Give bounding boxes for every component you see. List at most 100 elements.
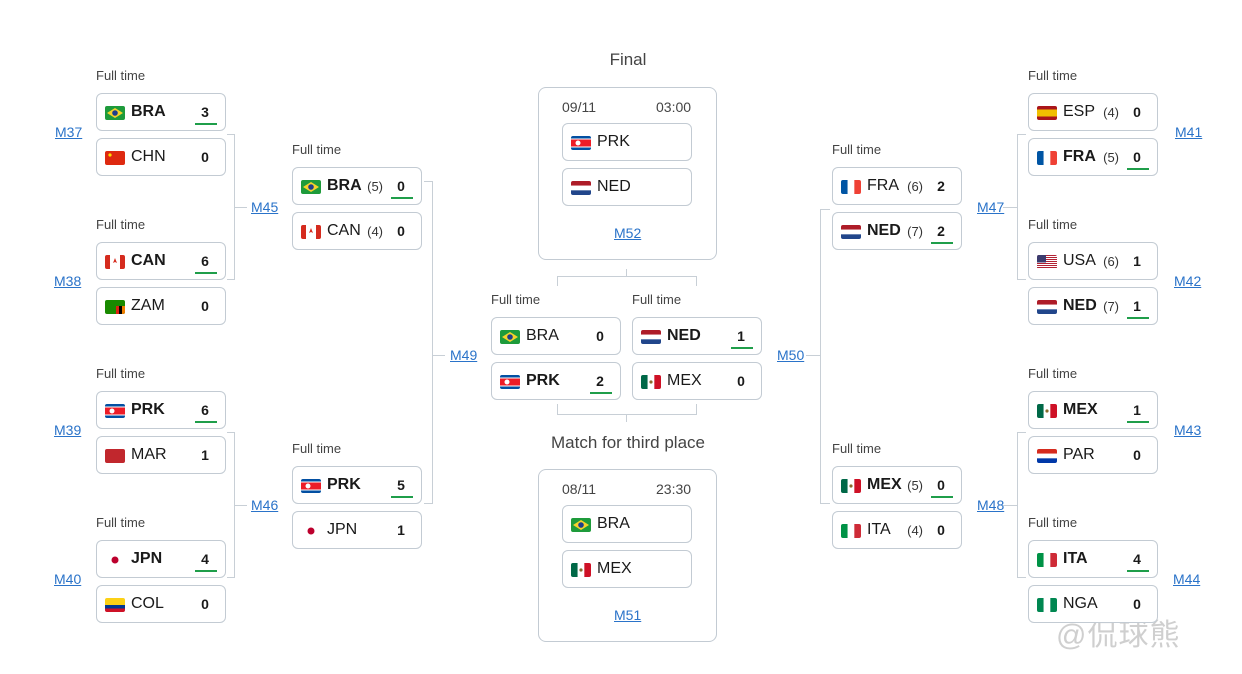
flag-bra-icon <box>105 106 125 120</box>
full-time-label: Full time <box>491 292 541 307</box>
team-score: 0 <box>937 477 945 493</box>
penalty-score: (7) <box>1103 299 1119 314</box>
bracket-connector <box>820 209 830 210</box>
team-code: CAN <box>131 252 166 269</box>
bracket-connector <box>557 276 558 286</box>
team-score: 0 <box>397 223 405 239</box>
match-link-m37[interactable]: M37 <box>55 124 83 140</box>
team-row[interactable]: BRA <box>562 505 692 543</box>
team-score: 4 <box>1133 551 1141 567</box>
team-row[interactable]: FRA(6)2 <box>832 167 962 205</box>
match-time: 03:00 <box>656 99 692 115</box>
match-link-m49[interactable]: M49 <box>450 347 478 363</box>
watermark: @侃球熊 <box>1056 610 1180 654</box>
team-row[interactable]: ESP(4)0 <box>1028 93 1158 131</box>
match-link-m48[interactable]: M48 <box>977 497 1005 513</box>
team-code: PRK <box>131 401 165 418</box>
team-row[interactable]: NED <box>562 168 692 206</box>
team-code: ITA <box>867 521 891 538</box>
team-row[interactable]: MEX(5)0 <box>832 466 962 504</box>
match-link-m41[interactable]: M41 <box>1175 124 1203 140</box>
team-score: 5 <box>397 477 405 493</box>
winner-underline <box>931 242 953 244</box>
team-row[interactable]: FRA(5)0 <box>1028 138 1158 176</box>
bracket-connector <box>227 432 234 433</box>
team-code: MAR <box>131 446 167 463</box>
flag-col-icon <box>105 598 125 612</box>
team-row[interactable]: BRA(5)0 <box>292 167 422 205</box>
flag-mex-icon <box>571 563 591 577</box>
team-score: 1 <box>1133 298 1141 314</box>
team-code: JPN <box>131 550 163 567</box>
team-score: 1 <box>737 328 745 344</box>
team-code: NGA <box>1063 595 1098 612</box>
full-time-label: Full time <box>632 292 682 307</box>
winner-underline <box>195 123 217 125</box>
team-score: 1 <box>397 522 405 538</box>
match-link-m45[interactable]: M45 <box>251 199 279 215</box>
bracket-connector <box>696 276 697 286</box>
team-row[interactable]: USA(6)1 <box>1028 242 1158 280</box>
team-row[interactable]: MEX <box>562 550 692 588</box>
match-link-m44[interactable]: M44 <box>1173 571 1201 587</box>
winner-underline <box>931 496 953 498</box>
team-score: 0 <box>1133 447 1141 463</box>
bracket-connector <box>1003 505 1017 506</box>
team-row[interactable]: NED(7)1 <box>1028 287 1158 325</box>
match-link-m42[interactable]: M42 <box>1174 273 1202 289</box>
team-row[interactable]: NED(7)2 <box>832 212 962 250</box>
match-link-m50[interactable]: M50 <box>777 347 805 363</box>
bracket-connector <box>557 276 697 277</box>
bracket-connector <box>1017 134 1026 135</box>
match-link-m46[interactable]: M46 <box>251 497 279 513</box>
match-date: 08/11 <box>562 481 596 497</box>
team-row[interactable]: PRK <box>562 123 692 161</box>
flag-mex-icon <box>641 375 661 389</box>
team-row[interactable]: CAN(4)0 <box>292 212 422 250</box>
bracket-connector <box>1017 432 1018 578</box>
flag-bra-icon <box>571 518 591 532</box>
bracket-connector <box>1017 432 1026 433</box>
team-code: MEX <box>597 560 632 577</box>
team-code: NED <box>597 178 631 195</box>
flag-usa-icon <box>1037 255 1057 269</box>
team-score: 0 <box>1133 104 1141 120</box>
bracket-connector <box>227 279 234 280</box>
winner-underline <box>1127 317 1149 319</box>
match-link-m47[interactable]: M47 <box>977 199 1005 215</box>
winner-underline <box>1127 168 1149 170</box>
bracket-connector <box>820 503 830 504</box>
flag-mex-icon <box>841 479 861 493</box>
bracket-connector <box>227 134 234 135</box>
team-row[interactable]: ITA(4)0 <box>832 511 962 549</box>
full-time-label: Full time <box>96 68 146 83</box>
bracket-connector <box>557 414 697 415</box>
match-link-m51[interactable]: M51 <box>614 607 642 623</box>
match-link-m43[interactable]: M43 <box>1174 422 1202 438</box>
third_place-title: Match for third place <box>550 433 705 452</box>
match-link-m40[interactable]: M40 <box>54 571 82 587</box>
team-score: 2 <box>937 223 945 239</box>
flag-ned-icon <box>641 330 661 344</box>
match-link-m38[interactable]: M38 <box>54 273 82 289</box>
match-link-m39[interactable]: M39 <box>54 422 82 438</box>
match-link-m52[interactable]: M52 <box>614 225 642 241</box>
